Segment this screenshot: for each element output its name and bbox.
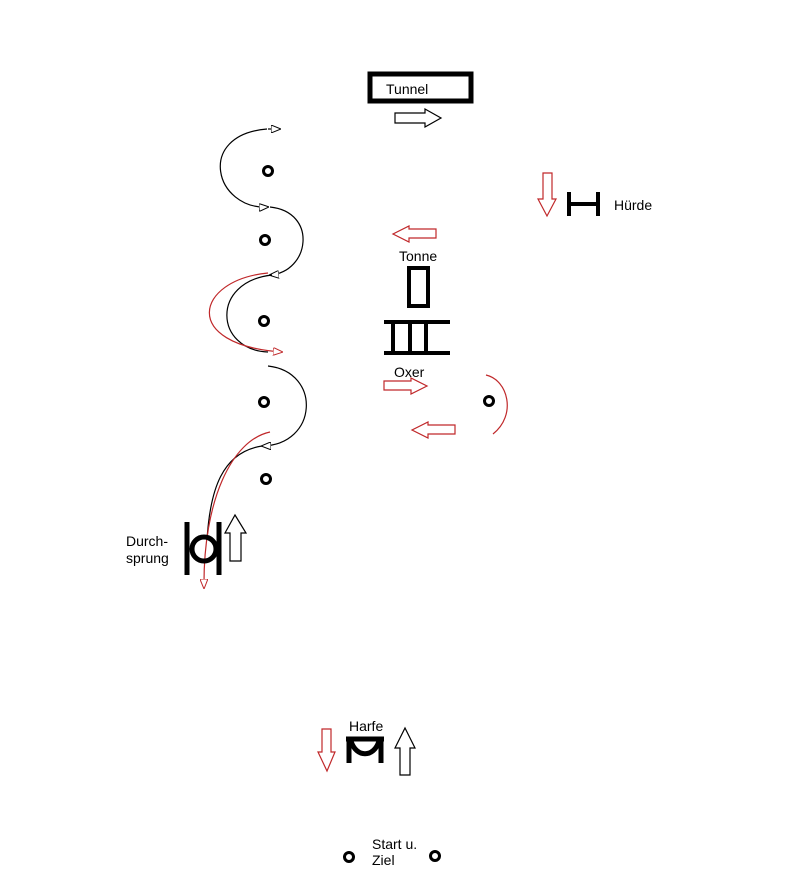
weave-route-segment	[270, 206, 304, 275]
oxer-obstacle: Oxer	[384, 320, 450, 380]
tire-jump-label-line2: sprung	[126, 550, 169, 566]
harp-black-arrow	[394, 726, 416, 776]
tire-jump-label-line1: Durch-	[126, 533, 168, 549]
hurdle-direction-arrow	[537, 172, 557, 218]
start-pole-right	[429, 850, 441, 862]
weave-route-black	[206, 128, 307, 541]
barrel-label: Tonne	[399, 248, 437, 264]
turn-pole-route	[485, 374, 508, 435]
tunnel-shape	[367, 71, 474, 104]
barrel-obstacle: Tonne	[399, 248, 437, 308]
harp-red-arrow	[317, 728, 336, 773]
weave-route-segment	[204, 431, 271, 588]
return-direction-arrow	[410, 421, 456, 439]
hurdle-label: Hürde	[614, 197, 652, 213]
tire-jump-direction-arrow	[223, 513, 248, 562]
weave-route-red	[204, 272, 282, 588]
weave-pole-2	[259, 234, 271, 246]
oxer-label: Oxer	[394, 364, 425, 380]
harp-frame	[346, 736, 384, 763]
weave-route-segment	[208, 272, 282, 352]
weave-route-segment	[262, 365, 307, 446]
weave-pole-5	[260, 473, 272, 485]
weave-poles	[258, 165, 274, 485]
weave-pole-4	[258, 396, 270, 408]
tire-jump-ring	[189, 534, 219, 564]
hurdle-obstacle: Hürde	[567, 192, 652, 216]
weave-route-segment	[206, 445, 263, 541]
barrel-direction-arrow	[391, 225, 437, 243]
weave-route-segment	[226, 274, 273, 353]
tunnel-direction-arrow	[394, 107, 443, 129]
harp-label: Harfe	[349, 718, 383, 734]
start-finish-label-line1: Start u.	[372, 836, 417, 852]
harp-curve	[348, 740, 382, 757]
barrel-shape	[407, 266, 430, 308]
weave-pole-1	[262, 165, 274, 177]
harp-obstacle: Harfe	[346, 718, 384, 763]
start-finish-label-line2: Ziel	[372, 852, 395, 868]
turn-pole	[483, 395, 495, 407]
tunnel-obstacle: Tunnel	[367, 71, 474, 104]
weave-route-segment	[219, 128, 268, 207]
weave-pole-3	[258, 315, 270, 327]
tire-jump-obstacle: Durch- sprung	[126, 522, 222, 575]
oxer-direction-arrow	[383, 377, 429, 395]
tunnel-label: Tunnel	[386, 81, 428, 97]
start-finish-gate: Start u. Ziel	[343, 836, 441, 868]
start-pole-left	[343, 851, 355, 863]
